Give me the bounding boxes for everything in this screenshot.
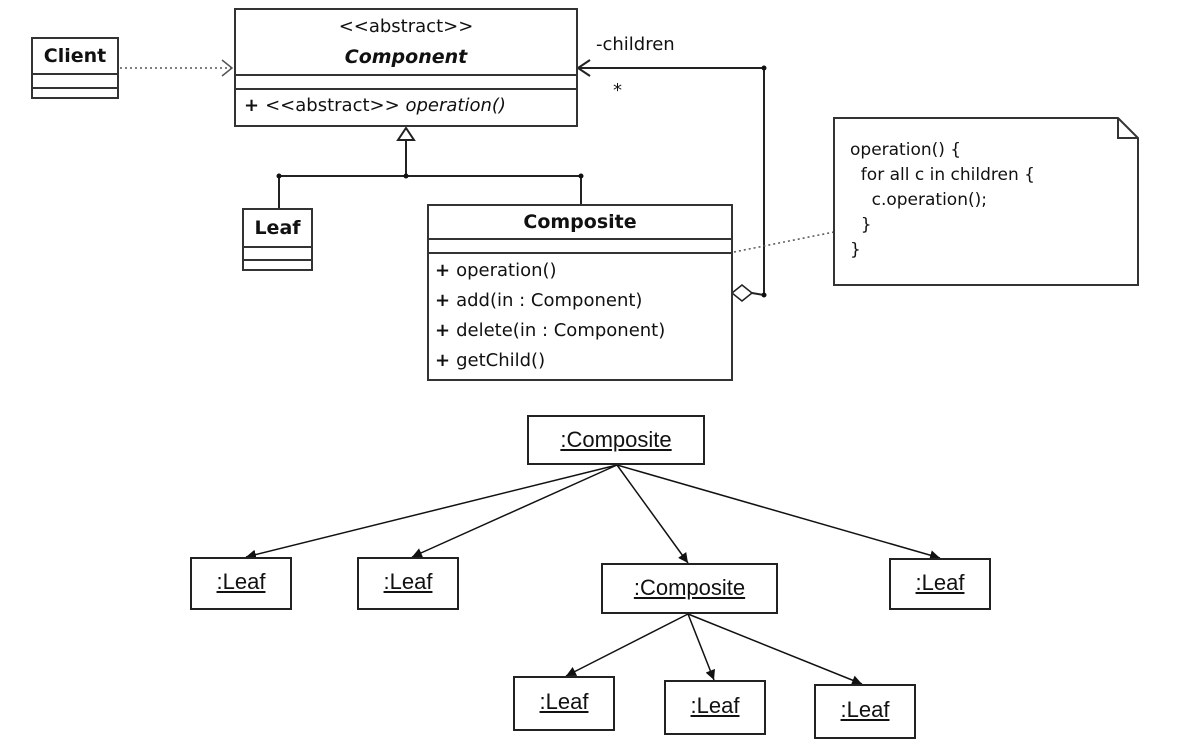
generalization-tree — [276, 126, 584, 208]
composite-op-delete: +delete(in : Component) — [435, 320, 666, 341]
component-class: <<abstract>> Component +<<abstract>> ope… — [234, 8, 578, 127]
object-leaf-5: :Leaf — [664, 680, 766, 735]
composite-op-operation: +operation() — [435, 260, 557, 281]
note-anchor — [733, 231, 835, 253]
object-root-composite: :Composite — [527, 415, 705, 465]
children-role-label: -children — [596, 34, 675, 55]
composite-operations: +operation() +add(in : Component) +delet… — [429, 252, 731, 376]
note-text: operation() { for all c in children { c.… — [850, 140, 1035, 260]
object-links — [245, 464, 941, 685]
object-leaf-6: :Leaf — [814, 684, 916, 739]
component-stereotype: <<abstract>> — [338, 16, 474, 37]
composite-op-getchild: +getChild() — [435, 350, 546, 371]
composite-class: Composite +operation() +add(in : Compone… — [427, 204, 733, 381]
composite-op-add: +add(in : Component) — [435, 290, 643, 311]
component-operation: +<<abstract>> operation() — [236, 88, 576, 121]
object-leaf-4: :Leaf — [513, 676, 615, 731]
object-leaf-3: :Leaf — [889, 558, 991, 610]
object-leaf-1: :Leaf — [190, 557, 292, 610]
children-aggregation — [576, 59, 767, 302]
object-mid-composite: :Composite — [601, 563, 778, 614]
component-class-name: Component — [344, 46, 468, 68]
note-shape — [833, 117, 1139, 286]
client-class: Client — [31, 37, 119, 99]
client-dependency — [120, 59, 234, 77]
children-multiplicity: * — [613, 80, 622, 101]
leaf-class-name: Leaf — [254, 217, 301, 239]
leaf-class: Leaf — [242, 208, 313, 271]
composite-class-name: Composite — [523, 211, 637, 233]
client-class-name: Client — [43, 45, 107, 67]
object-leaf-2: :Leaf — [357, 557, 459, 610]
